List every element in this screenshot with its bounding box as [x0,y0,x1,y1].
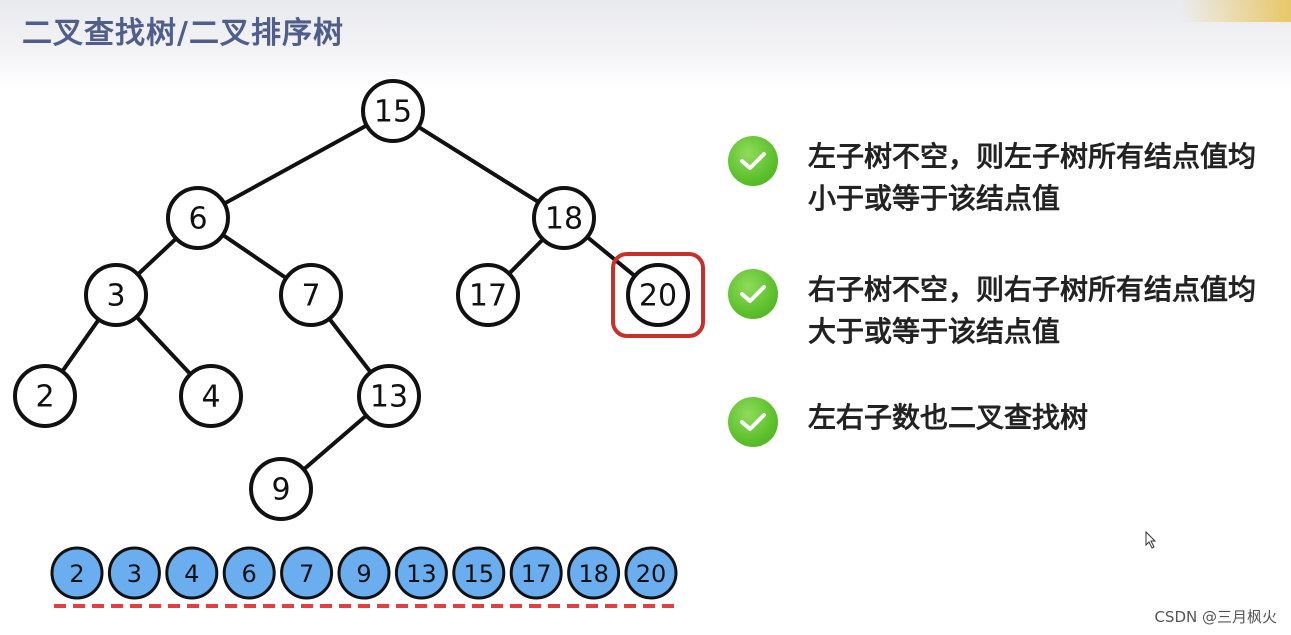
node-label: 6 [188,202,207,237]
sequence-item: 18 [567,546,621,600]
tree-node-18: 18 [532,186,596,250]
sequence-item: 17 [509,546,563,600]
sequence-label: 6 [242,560,257,588]
rule-item-right-subtree: 右子树不空，则右子树所有结点值均大于或等于该结点值 [728,269,1278,353]
rule-item-left-subtree: 左子树不空，则左子树所有结点值均小于或等于该结点值 [728,136,1278,220]
sequence-item: 20 [624,546,678,600]
sequence-item: 3 [107,546,161,600]
sequence-item: 2 [50,546,104,600]
node-label: 7 [301,279,320,314]
node-label: 2 [35,380,54,415]
sequence-label: 20 [636,560,667,588]
sequence-label: 13 [406,560,437,588]
node-label: 9 [271,473,290,508]
node-label: 18 [545,202,583,237]
sequence-item: 7 [280,546,334,600]
check-icon [728,269,778,319]
node-label: 20 [639,279,677,314]
sequence-label: 17 [521,560,552,588]
tree-node-17: 17 [456,263,520,327]
tree-node-6: 6 [166,186,230,250]
sequence-label: 4 [184,560,199,588]
rule-text: 左右子数也二叉查找树 [808,401,1089,434]
rule-text: 右子树不空，则右子树所有结点值均大于或等于该结点值 [808,273,1257,348]
tree-edge [391,109,566,220]
page-title: 二叉查找树/二叉排序树 [22,16,344,51]
sequence-label: 2 [69,560,84,588]
sequence-label: 15 [464,560,495,588]
mouse-cursor-icon [1145,530,1157,553]
title-bar-accent [1181,0,1291,22]
check-icon [728,397,778,447]
title-bar [0,0,1291,90]
tree-node-20: 20 [611,252,705,338]
highlight-box [611,252,705,338]
watermark: CSDN @三月枫火 [1154,608,1277,626]
tree-node-4: 4 [179,364,243,428]
node-label: 17 [469,279,507,314]
tree-node-3: 3 [84,263,148,327]
node-label: 3 [106,279,125,314]
sequence-item: 9 [337,546,391,600]
sequence-label: 9 [356,560,371,588]
tree-node-15: 15 [361,79,425,143]
tree-node-9: 9 [249,457,313,521]
check-icon [728,136,778,186]
tree-node-2: 2 [13,364,77,428]
rule-item-recursive: 左右子数也二叉查找树 [728,397,1278,447]
node-label: 15 [374,95,412,130]
tree-edge [197,109,394,220]
node-label: 4 [201,380,220,415]
sequence-item: 4 [165,546,219,600]
sequence-label: 7 [299,560,314,588]
sequence-item: 13 [394,546,448,600]
sequence-item: 15 [452,546,506,600]
sequence-label: 3 [127,560,142,588]
tree-node-7: 7 [279,263,343,327]
rule-text: 左子树不空，则左子树所有结点值均小于或等于该结点值 [808,140,1257,215]
binary-search-tree-diagram: 15 6 18 3 7 17 20 2 4 13 9 2 3 4 6 7 9 13 15 17 18 20 [13,79,705,608]
tree-node-13: 13 [357,364,421,428]
sequence-item: 6 [222,546,276,600]
node-label: 13 [370,380,408,415]
sequence-label: 18 [578,560,609,588]
